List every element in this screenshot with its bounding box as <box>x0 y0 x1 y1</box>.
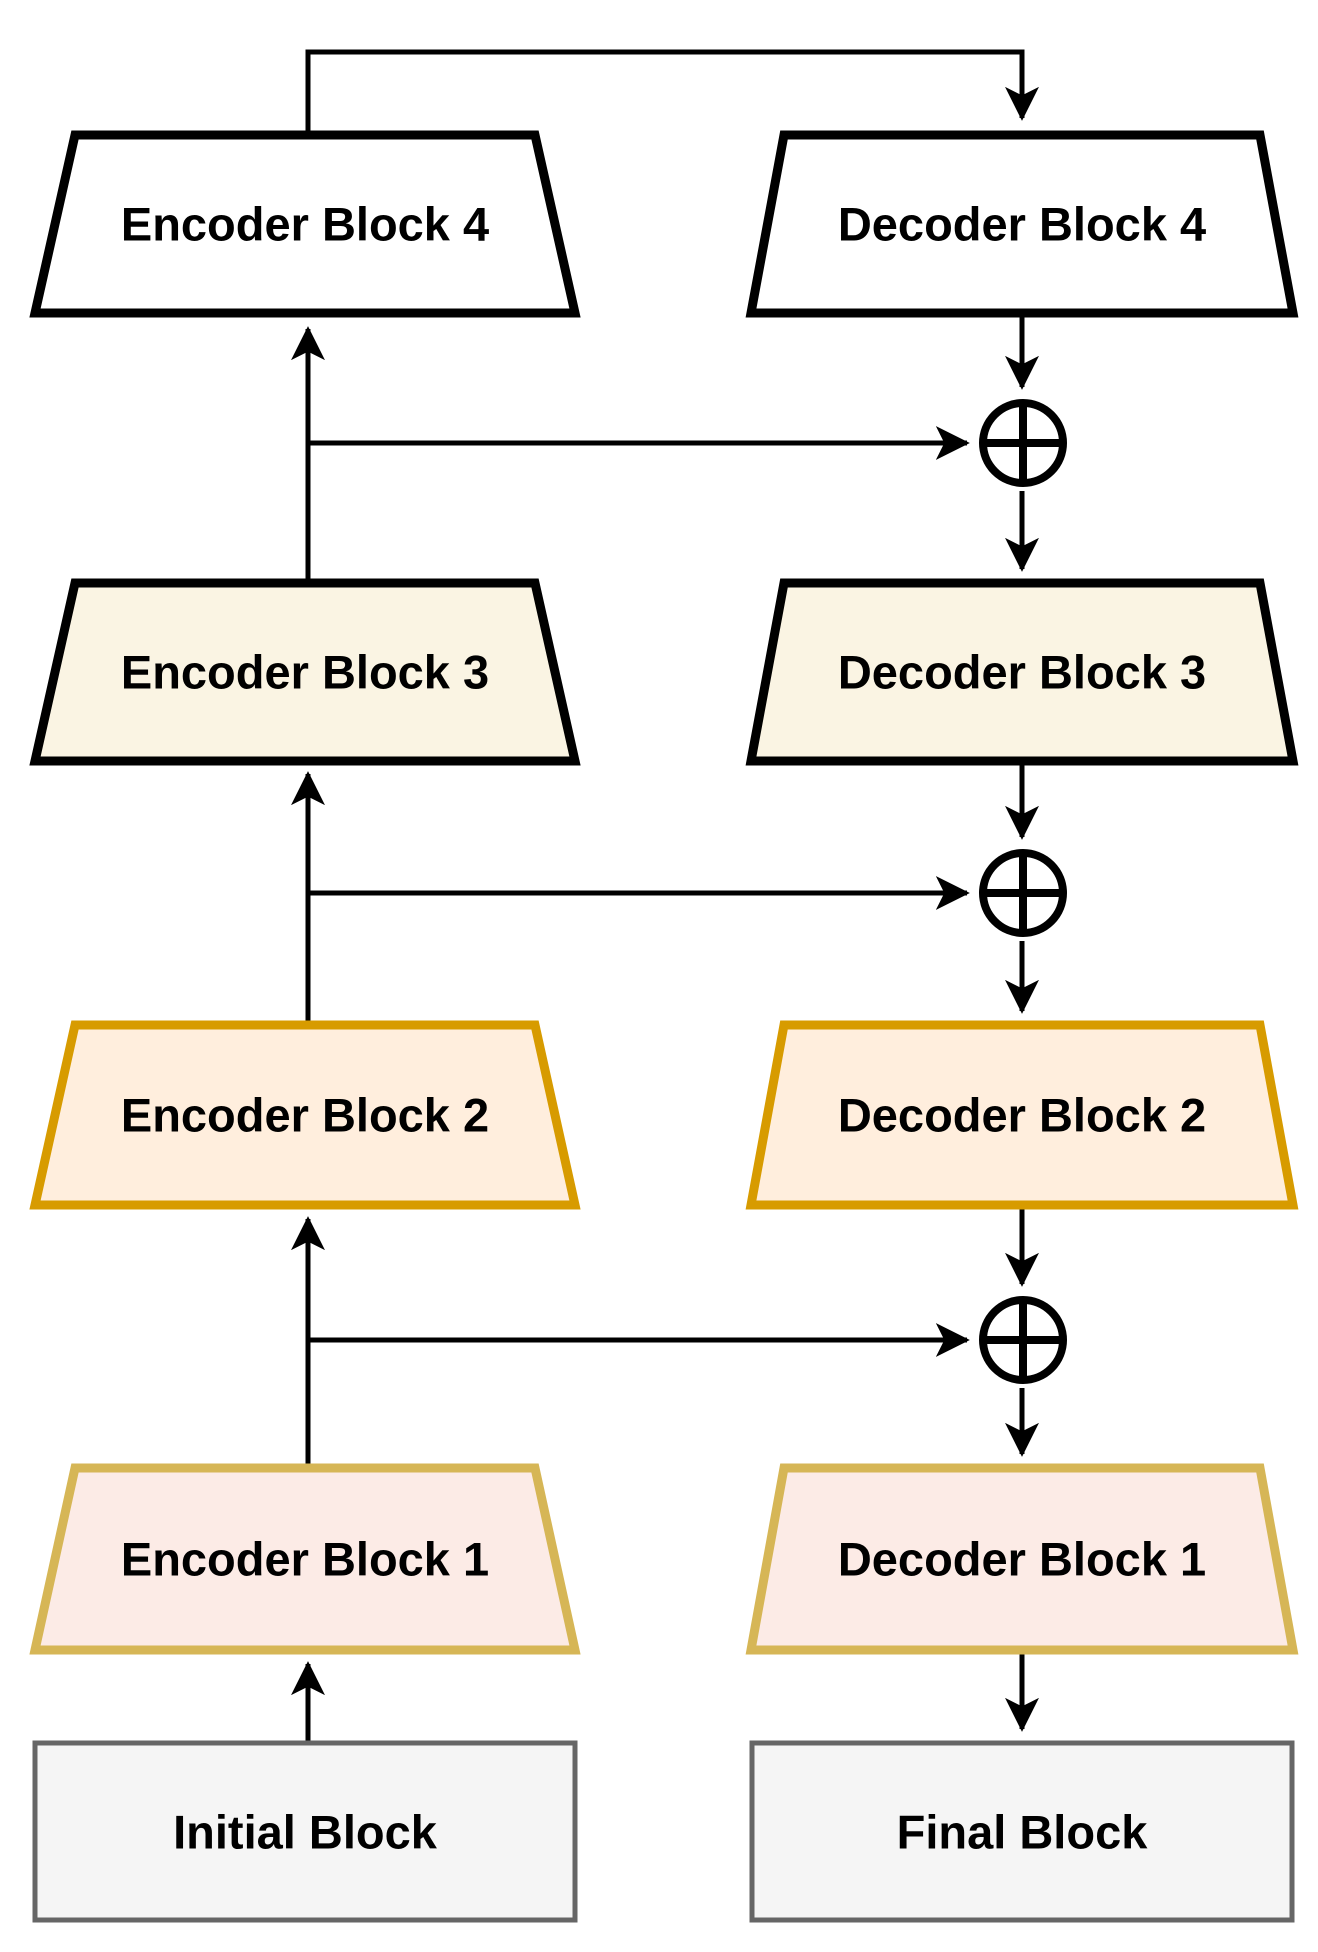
decoder-block-3-shape <box>745 578 1299 766</box>
terminal-blocks <box>32 1740 1295 1923</box>
decoder-block-3-label: Decoder Block 3 <box>838 646 1206 699</box>
initial-block-shape <box>32 1740 578 1923</box>
final-block-label: Final Block <box>897 1806 1149 1859</box>
encoder-block-1-label: Encoder Block 1 <box>121 1533 489 1586</box>
encoder-block-3-shape <box>29 578 581 766</box>
encoder-block-4-shape <box>29 130 581 318</box>
circled-plus-icon <box>979 849 1067 937</box>
encoder-block-4-label: Encoder Block 4 <box>121 198 489 251</box>
connector-encoder4-to-decoder4 <box>305 49 1039 133</box>
decoder-block-1-label: Decoder Block 1 <box>838 1533 1206 1586</box>
decoder-block-4-label: Decoder Block 4 <box>838 198 1206 251</box>
decoder-block-2-label: Decoder Block 2 <box>838 1089 1206 1142</box>
initial-block-label: Initial Block <box>173 1806 438 1859</box>
encoder-block-2-shape <box>29 1020 581 1210</box>
circled-plus-icon <box>979 399 1067 487</box>
encoder-block-2-label: Encoder Block 2 <box>121 1089 489 1142</box>
decoder-column <box>745 130 1299 1655</box>
decoder-block-4-shape <box>745 130 1299 318</box>
block-labels: Encoder Block 4 Decoder Block 4 Encoder … <box>121 198 1206 1859</box>
final-block-shape <box>749 1740 1295 1923</box>
encoder-block-1-shape <box>29 1463 581 1655</box>
decoder-block-2-shape <box>745 1020 1299 1210</box>
decoder-block-1-shape <box>745 1463 1299 1655</box>
encoder-column <box>29 130 581 1655</box>
merge-nodes <box>979 399 1067 1384</box>
encoder-block-3-label: Encoder Block 3 <box>121 646 489 699</box>
circled-plus-icon <box>979 1296 1067 1384</box>
connector-lines <box>291 49 1039 1741</box>
